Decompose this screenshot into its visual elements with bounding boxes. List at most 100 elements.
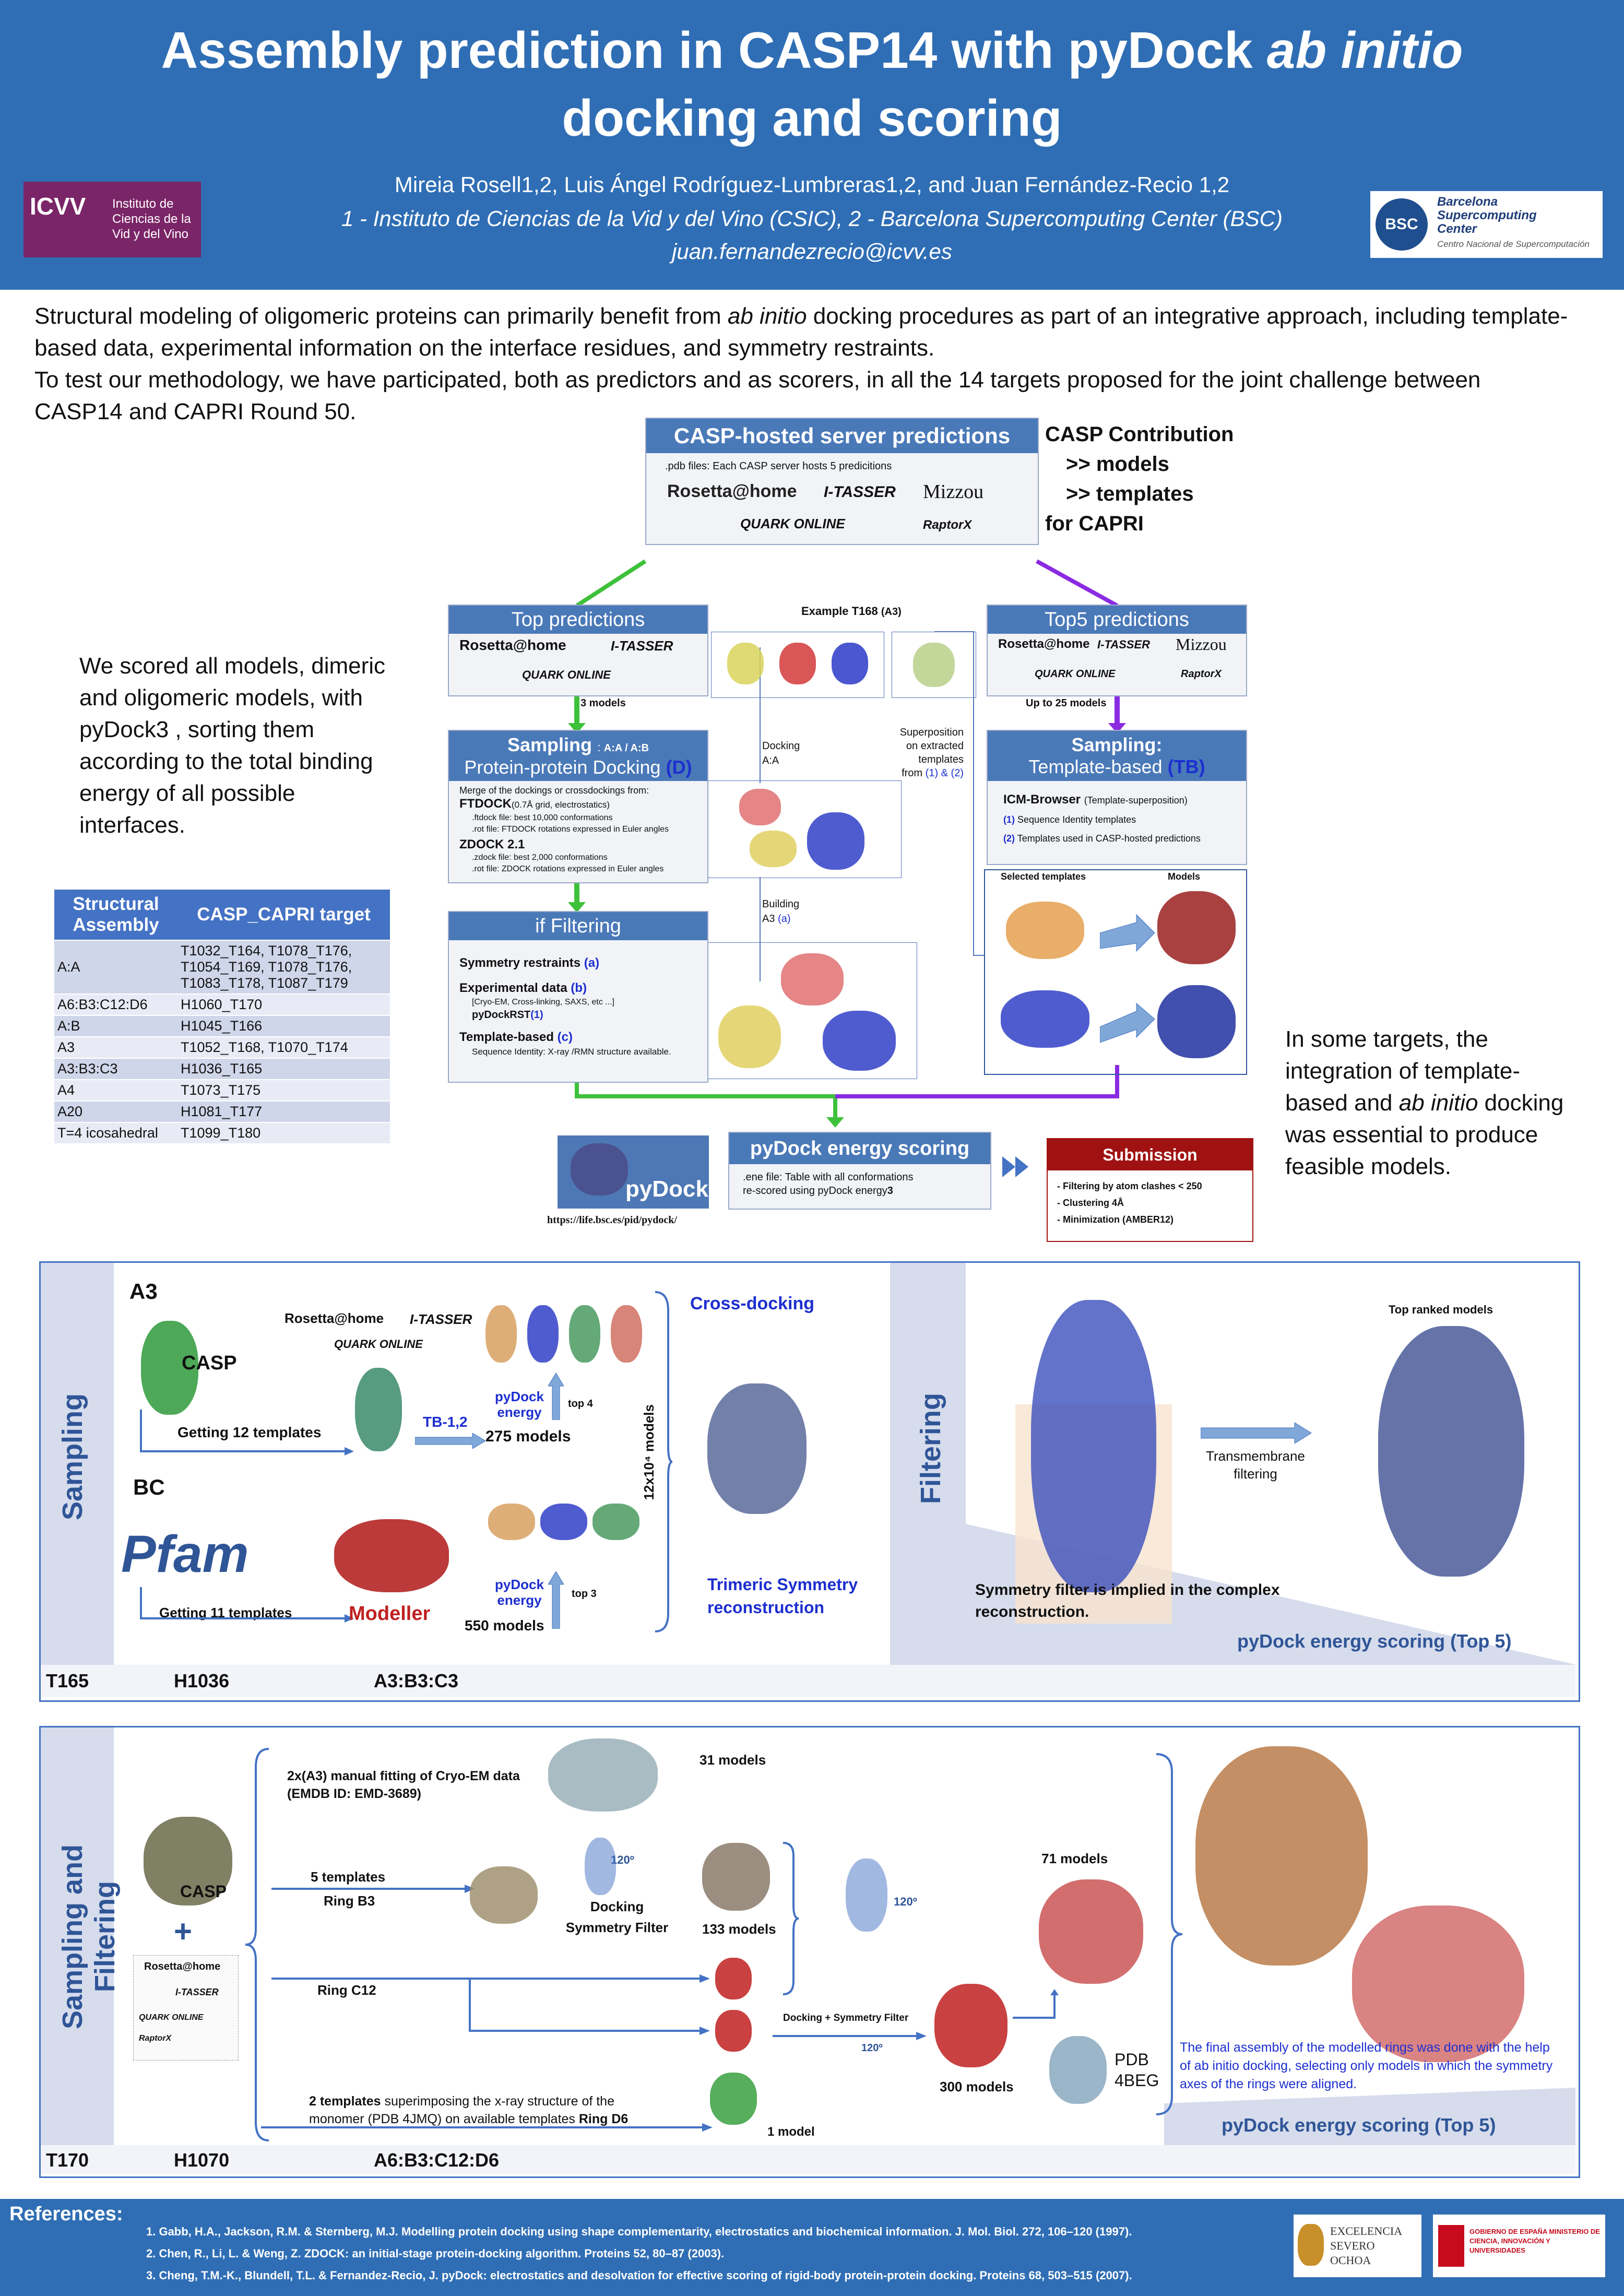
s2-rosetta: Rosetta@home xyxy=(144,1961,221,1972)
submission-items: - Filtering by atom clashes < 250- Clust… xyxy=(1057,1181,1202,1225)
top5-predictions-title: Top5 predictions xyxy=(988,606,1246,634)
table-header-assembly: Structural Assembly xyxy=(54,890,177,940)
label-top4: top 4 xyxy=(568,1398,593,1410)
sampling-docking-head: Sampling : A:A / A:B Protein-protein Doc… xyxy=(449,731,707,781)
build-blue xyxy=(823,1011,896,1071)
a3-model-3 xyxy=(569,1305,600,1363)
ring-b3-template xyxy=(470,1866,538,1924)
poster-title-line1: Assembly prediction in CASP14 with pyDoc… xyxy=(161,21,1463,79)
docking-symmetry-filter-2: Docking + Symmetry Filter xyxy=(783,2013,909,2023)
symmetry-axis-icon xyxy=(585,1838,616,1895)
ring-c12-models xyxy=(934,1984,1007,2067)
t170-casp-model xyxy=(144,1817,232,1906)
getting-12-templates: Getting 12 templates xyxy=(177,1424,322,1440)
cryo-em-map xyxy=(548,1738,658,1812)
top-predictions-title: Top predictions xyxy=(449,606,707,634)
s2-quark: QUARK ONLINE xyxy=(139,2013,204,2022)
arrows-ring-c12 xyxy=(271,1974,710,2035)
a3-template-stack xyxy=(355,1368,402,1451)
icvv-logo-mark: ICVV xyxy=(30,193,86,220)
label-275-models: 275 models xyxy=(485,1428,571,1445)
right-description: In some targets, the integration of temp… xyxy=(1285,1026,1564,1179)
tp-quark: QUARK ONLINE xyxy=(522,668,611,681)
top5-models: Up to 25 models xyxy=(1026,697,1107,709)
filter-exp-tool: pyDockRST(1) xyxy=(472,1009,543,1021)
arrow-transmembrane xyxy=(1201,1423,1312,1443)
filter-template-note: Sequence Identity: X-ray /RMN structure … xyxy=(472,1047,671,1057)
label-550-models: 550 models xyxy=(465,1617,544,1634)
label-tb12: TB-1,2 xyxy=(423,1414,468,1430)
arrow-12-templates xyxy=(140,1410,354,1455)
pydock-energy-bottom: pyDock energy xyxy=(495,1577,544,1608)
symmetry-axis-icon-2 xyxy=(846,1859,887,1932)
filtering-complex xyxy=(1031,1300,1156,1592)
top-predictions-box: Top predictions Rosetta@home I-TASSER QU… xyxy=(448,605,708,696)
angle-120-b: 120º xyxy=(894,1895,917,1908)
label-casp: CASP xyxy=(182,1352,237,1374)
sampling-filtering-label: Sampling and Filtering xyxy=(57,1844,121,2030)
a3-model-2 xyxy=(527,1305,559,1363)
dock-yellow xyxy=(750,831,797,867)
final-assembly-top xyxy=(1352,1906,1524,2062)
label-1-model: 1 model xyxy=(767,2125,815,2139)
selected-template-orange xyxy=(1006,902,1084,959)
a3-model-1 xyxy=(485,1305,517,1363)
filter-template: Template-based (c) xyxy=(459,1030,573,1044)
model-red xyxy=(1157,891,1236,964)
s2-raptorx: RaptorX xyxy=(139,2034,172,2043)
footer-assembly-2: A6:B3:C12:D6 xyxy=(374,2149,500,2171)
section-t165 xyxy=(39,1261,1580,1702)
reference-2: 2. Chen, R., Li, L. & Weng, Z. ZDOCK: an… xyxy=(146,2247,725,2260)
references-footer: References: 1. Gabb, H.A., Jackson, R.M.… xyxy=(0,2199,1624,2296)
filter-symmetry: Symmetry restraints (a) xyxy=(459,956,600,970)
build-red xyxy=(781,953,844,1005)
pdb-note: .pdb files: Each CASP server hosts 5 pre… xyxy=(665,460,892,472)
bc-model-2 xyxy=(540,1504,587,1540)
tb-item-2: (2) Templates used in CASP-hosted predic… xyxy=(1003,833,1201,844)
affiliations: 1 - Instituto de Ciencias de la Vid y de… xyxy=(341,206,1283,231)
flow-arrows xyxy=(568,559,1126,1177)
server-raptorx: RaptorX xyxy=(923,518,972,532)
template-arrows xyxy=(1100,914,1155,1043)
server-quark: QUARK ONLINE xyxy=(740,516,845,531)
a3-casp-model xyxy=(141,1321,198,1415)
top-ranked-models xyxy=(1378,1326,1524,1577)
t5-quark: QUARK ONLINE xyxy=(1035,668,1116,680)
brace-inputs xyxy=(245,1748,269,2141)
pydock-url[interactable]: https://life.bsc.es/pid/pydock/ xyxy=(547,1214,677,1226)
symmetry-filter-note: Symmetry filter is implied in the comple… xyxy=(975,1581,1280,1620)
dock-red xyxy=(739,789,781,825)
transmembrane-label: Transmembrane filtering xyxy=(1206,1448,1305,1482)
monomer-red xyxy=(779,643,816,684)
label-300-models: 300 models xyxy=(940,2079,1014,2094)
ftdock-label: FTDOCK(0.7Å grid, electrostatics) xyxy=(459,797,610,811)
bc-model-1 xyxy=(488,1504,535,1540)
pydock-energy-top: pyDock energy xyxy=(495,1389,544,1420)
section2-footer: T170 H1070 A6:B3:C12:D6 xyxy=(41,2145,1575,2174)
top5-predictions-box: Top5 predictions Rosetta@home I-TASSER M… xyxy=(987,605,1247,696)
t5-itasser: I-TASSER xyxy=(1097,638,1151,651)
tp-itasser: I-TASSER xyxy=(611,638,673,654)
pydock-scoring-title: pyDock energy scoring xyxy=(729,1133,990,1164)
model-blue xyxy=(1157,985,1236,1058)
arrow-ring-d6 xyxy=(261,2123,713,2132)
section2-scoring: pyDock energy scoring (Top 5) xyxy=(1222,2114,1496,2136)
footer-assembly: A3:B3:C3 xyxy=(374,1670,459,1691)
footer-target-h1070: H1070 xyxy=(174,2149,230,2171)
pydock-logo-text: pyDock xyxy=(625,1176,708,1202)
left-description: We scored all models, dimeric and oligom… xyxy=(79,653,386,838)
pfam-logo: Pfam xyxy=(121,1525,249,1583)
a3-model-4 xyxy=(611,1305,642,1363)
zdock-label: ZDOCK 2.1 xyxy=(459,837,525,851)
references-list: 1. Gabb, H.A., Jackson, R.M. & Sternberg… xyxy=(146,2221,1269,2287)
sampling-filtering-band xyxy=(41,1727,114,2145)
models-label: Models xyxy=(1168,871,1201,882)
casp-contribution: CASP Contribution >> models >> templates… xyxy=(1045,423,1234,535)
